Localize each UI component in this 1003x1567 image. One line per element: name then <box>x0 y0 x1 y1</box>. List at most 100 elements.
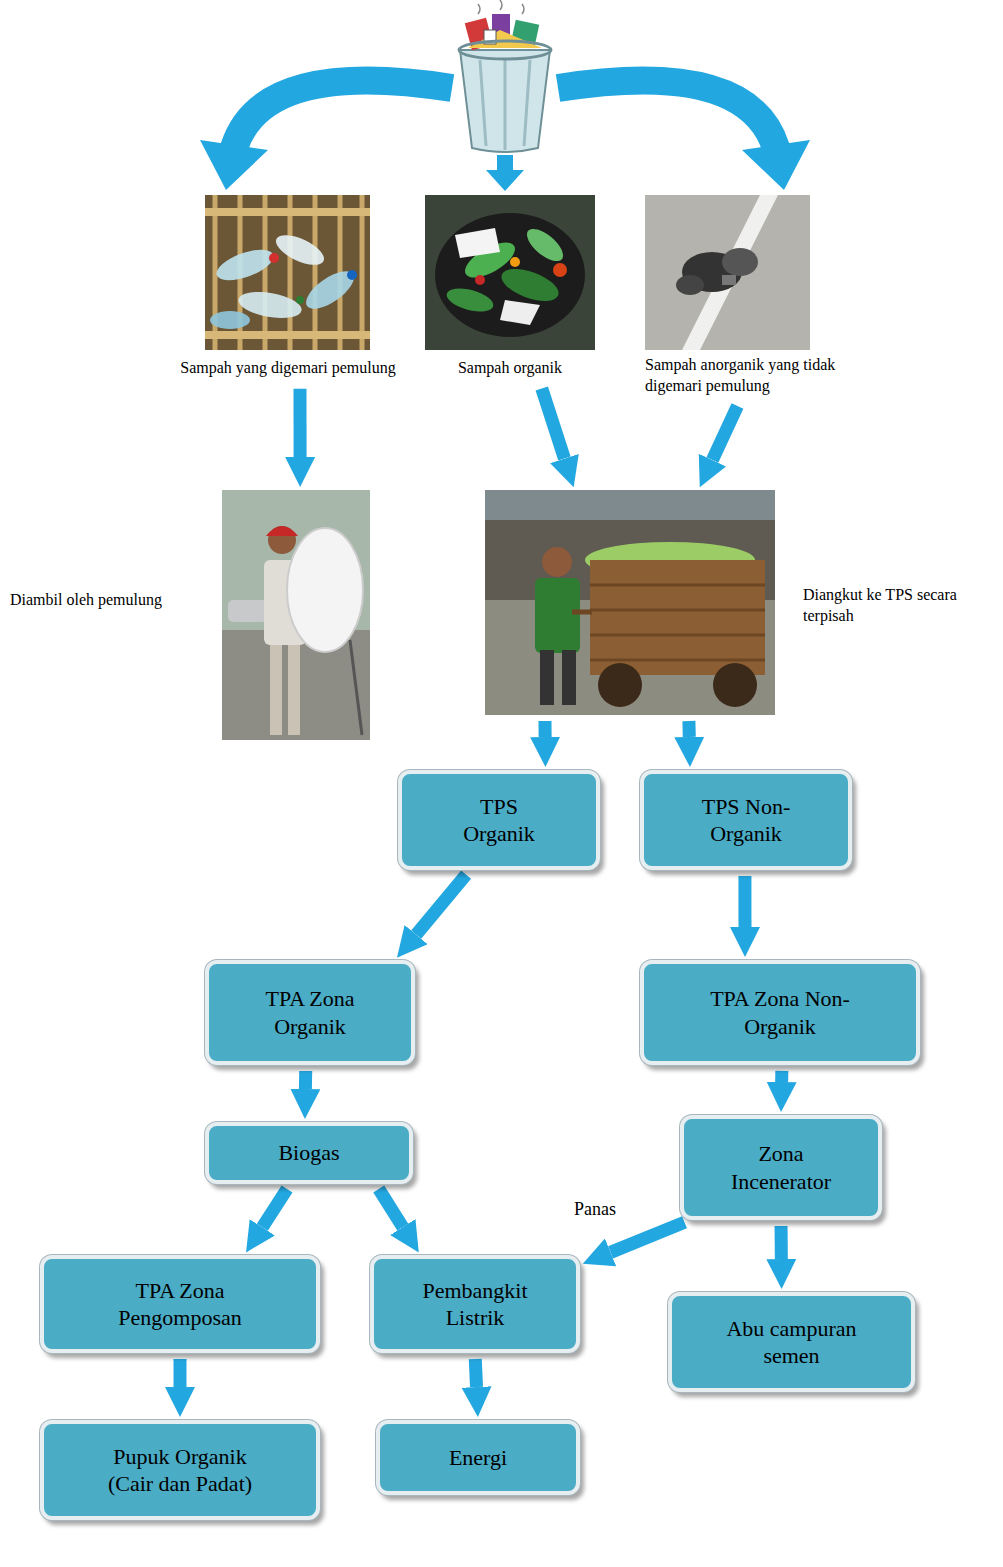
photo-organic-waste <box>425 195 595 350</box>
flow-arrow <box>738 876 751 927</box>
photo-inorganic-waste-part <box>722 275 736 285</box>
box-label: Biogas <box>278 1139 339 1167</box>
process-box: Abu campuran semen <box>668 1292 915 1392</box>
process-box: TPS Organik <box>398 770 600 870</box>
photo-scavenger-part <box>270 640 282 735</box>
photo-waste-cart-part <box>572 610 592 615</box>
edge-label: Panas <box>572 1200 618 1222</box>
photo-recyclables-part <box>213 243 278 286</box>
photo-caption: Diambil oleh pemulung <box>10 590 200 611</box>
photo-recyclables-part <box>205 195 370 350</box>
process-box: Pupuk Organik (Cair dan Padat) <box>40 1420 320 1520</box>
flow-arrow <box>775 1226 788 1259</box>
split-arrows-part <box>558 81 776 149</box>
box-label: TPS Organik <box>454 793 544 848</box>
flow-arrow <box>416 875 466 935</box>
photo-recyclables-part <box>210 311 250 329</box>
photo-waste-cart-part <box>535 578 580 653</box>
photo-recyclables-part <box>300 264 360 316</box>
trash-can-icon-part <box>468 30 542 48</box>
photo-inorganic-waste <box>645 195 810 350</box>
process-box: TPA Zona Organik <box>205 960 415 1065</box>
flow-arrow <box>682 721 695 737</box>
box-label: Abu campuran semen <box>717 1315 867 1370</box>
photo-scavenger-part <box>266 526 298 536</box>
photo-inorganic-waste-part <box>676 275 704 295</box>
box-label: TPA Zona Non-Organik <box>680 985 880 1040</box>
box-label: Pembangkit Listrik <box>400 1277 550 1332</box>
split-arrows-part <box>234 81 452 149</box>
process-box: Energi <box>376 1420 580 1495</box>
process-box: TPA Zona Pengomposan <box>40 1255 320 1353</box>
trash-can-icon-part <box>460 50 550 152</box>
split-arrows-part <box>742 140 810 190</box>
flow-arrow <box>775 1071 788 1082</box>
photo-caption: Diangkut ke TPS secara terpisah <box>803 585 997 627</box>
photo-scavenger-part <box>288 640 300 735</box>
process-box: Pembangkit Listrik <box>370 1255 580 1353</box>
box-label: TPA Zona Pengomposan <box>80 1277 280 1332</box>
photo-waste-cart-part <box>598 663 642 707</box>
process-box: TPS Non-Organik <box>640 770 852 870</box>
photo-scavenger-part <box>287 528 363 652</box>
photo-scavenger-part <box>228 600 268 622</box>
flow-arrow <box>712 406 737 460</box>
photo-scavenger <box>222 490 370 740</box>
process-box: Biogas <box>205 1122 413 1184</box>
flow-arrow <box>299 1071 312 1089</box>
box-label: TPA Zona Organik <box>235 985 385 1040</box>
photo-organic-waste-part <box>522 223 569 267</box>
flow-arrow <box>542 389 565 459</box>
photo-recyclables-part <box>205 212 370 335</box>
split-arrows <box>200 81 810 192</box>
photo-waste-cart-part <box>590 585 765 660</box>
photo-organic-waste-part <box>553 263 567 277</box>
process-box: Zona Incenerator <box>680 1115 882 1220</box>
photo-waste-cart <box>485 490 775 715</box>
photo-scavenger-part <box>350 640 362 735</box>
photo-node: Sampah yang digemari pemulung <box>173 195 403 383</box>
photo-caption: Sampah organik <box>425 358 595 379</box>
photo-organic-waste-part <box>455 228 500 258</box>
flow-arrow <box>262 1189 287 1227</box>
photo-node: Diangkut ke TPS secara terpisah <box>485 490 997 715</box>
photo-waste-cart-part <box>542 547 572 577</box>
box-label: TPS Non-Organik <box>681 793 811 848</box>
trash-can-icon-part <box>478 0 524 14</box>
flow-arrow <box>174 1359 187 1387</box>
photo-node: Sampah anorganik yang tidak digemari pem… <box>645 195 895 401</box>
split-arrows-part <box>486 170 524 191</box>
box-label: Energi <box>449 1444 507 1472</box>
photo-node: Sampah organik <box>425 195 595 383</box>
connector-part <box>180 389 782 1388</box>
photo-recyclables-part <box>272 229 328 271</box>
photo-waste-cart-part <box>590 560 765 675</box>
photo-organic-waste-part <box>444 284 496 316</box>
photo-organic-waste-part <box>475 275 485 285</box>
trash-can-icon-part <box>459 41 551 59</box>
box-label: Pupuk Organik (Cair dan Padat) <box>98 1443 263 1498</box>
photo-waste-cart-part <box>540 650 554 705</box>
photo-inorganic-waste-part <box>645 195 810 350</box>
photo-organic-waste-part <box>435 213 585 337</box>
box-label: Zona Incenerator <box>721 1140 841 1195</box>
photo-inorganic-waste-part <box>722 248 758 276</box>
flow-arrow <box>379 1189 403 1227</box>
flow-arrow <box>538 721 551 737</box>
flow-arrow <box>475 1359 476 1387</box>
photo-organic-waste-part <box>425 195 595 350</box>
photo-caption: Sampah yang digemari pemulung <box>173 358 403 379</box>
trash-can-icon <box>459 0 551 152</box>
flow-arrow <box>293 389 306 457</box>
flow-arrow <box>611 1222 685 1252</box>
process-box: TPA Zona Non-Organik <box>640 960 920 1065</box>
photo-caption: Sampah anorganik yang tidak digemari pem… <box>645 355 880 397</box>
split-arrows-part <box>200 140 268 190</box>
trash-can-icon-part <box>480 60 530 150</box>
photo-waste-cart-part <box>713 663 757 707</box>
photo-inorganic-waste-part <box>682 195 778 350</box>
photo-waste-cart-part <box>562 650 576 705</box>
photo-recyclables <box>205 195 370 350</box>
photo-recyclables-part <box>296 296 304 304</box>
